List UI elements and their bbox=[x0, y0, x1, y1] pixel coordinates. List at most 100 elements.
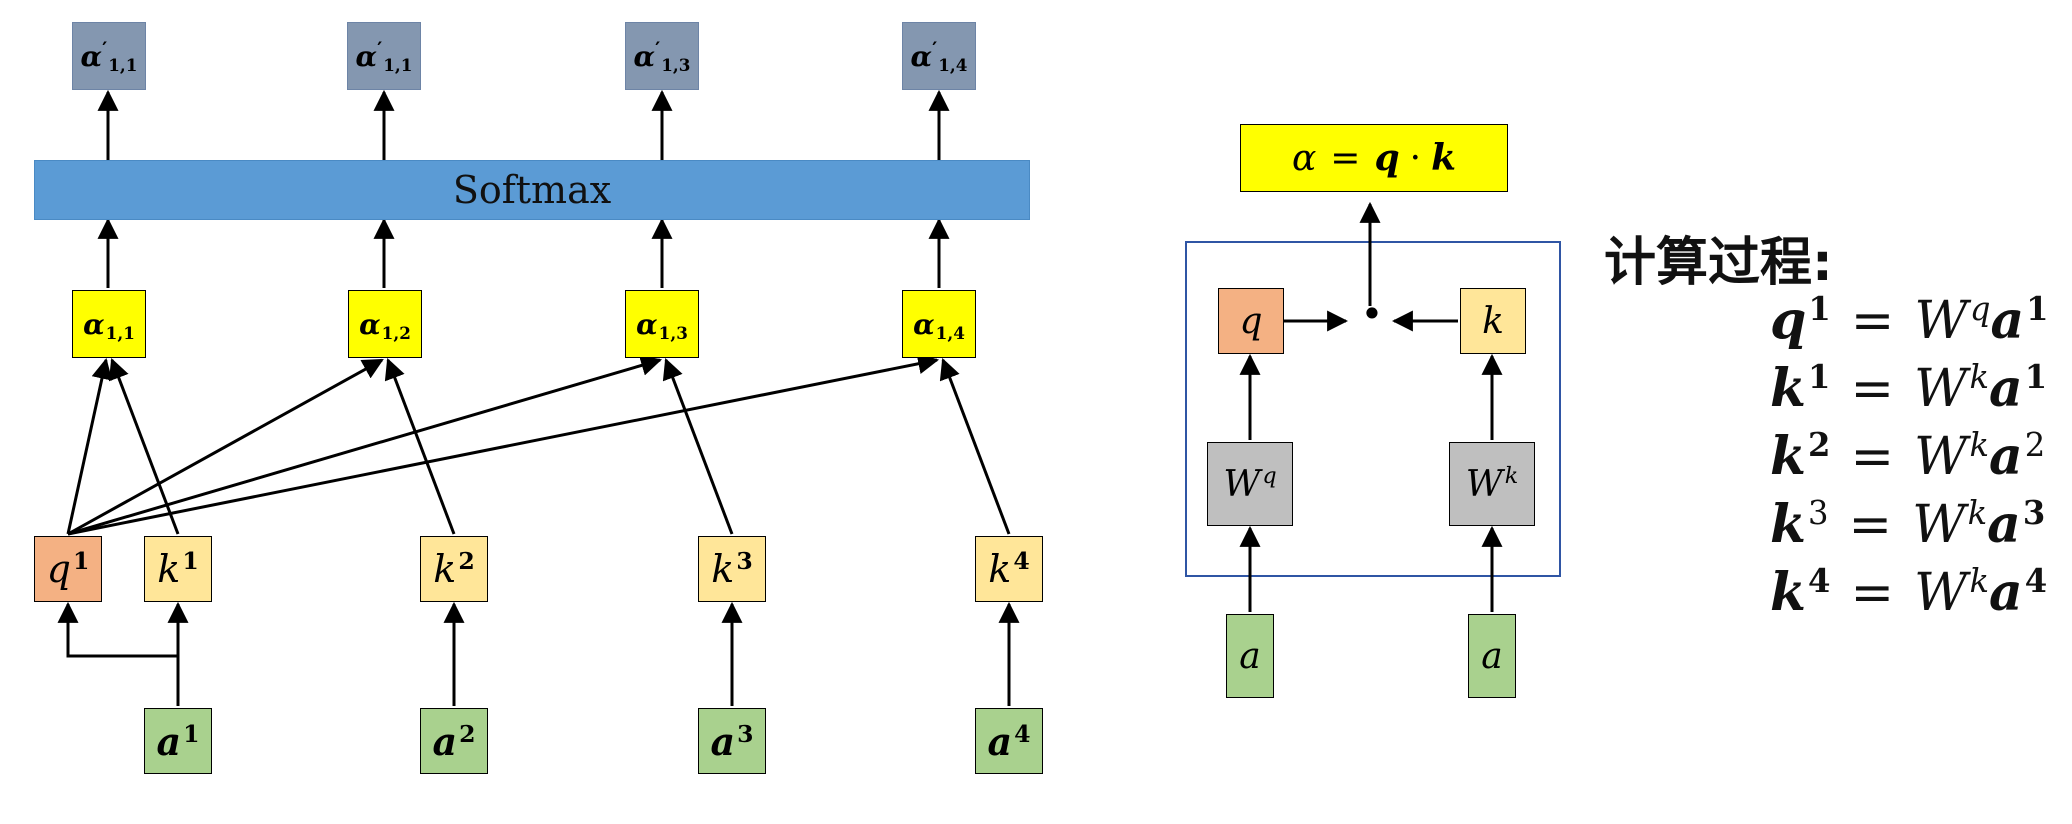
eq-equals: = bbox=[1850, 359, 1895, 419]
arrow-q1-to-alpha-13 bbox=[67, 355, 663, 536]
arrow-q1-to-alpha-14 bbox=[67, 353, 940, 536]
input-symbol: a bbox=[710, 718, 736, 764]
eq-a: a bbox=[1989, 562, 2023, 623]
index-superscript: 1 bbox=[182, 547, 199, 576]
index-superscript: 4 bbox=[1014, 719, 1031, 748]
qk-module-frame bbox=[1185, 241, 1561, 577]
calculation-process-title: 计算过程: bbox=[1604, 233, 1833, 293]
formula-dot: · bbox=[1409, 138, 1422, 179]
module-input-label-left: a bbox=[1239, 635, 1261, 677]
index-subscript: 1,4 bbox=[935, 323, 965, 344]
alpha-symbol: α bbox=[355, 39, 378, 73]
eq-equals: = bbox=[1848, 495, 1893, 555]
formula-alpha: α bbox=[1291, 138, 1317, 179]
eq-w-sup: k bbox=[1969, 358, 1990, 397]
dot-product-operator: · bbox=[1360, 284, 1384, 344]
module-key-label: k bbox=[1482, 300, 1504, 342]
index-superscript: 3 bbox=[737, 719, 754, 748]
eq-w-sup: k bbox=[1969, 426, 1990, 465]
eq-lhs: k bbox=[1770, 562, 1807, 623]
eq-a-sup: 3 bbox=[2022, 494, 2046, 533]
eq-w: W bbox=[1914, 291, 1968, 351]
formula-q: q bbox=[1374, 137, 1400, 179]
alpha-symbol: α bbox=[913, 307, 935, 341]
eq-w: W bbox=[1914, 359, 1968, 419]
alpha-symbol: α bbox=[636, 307, 658, 341]
key-symbol: k bbox=[711, 547, 735, 591]
key-symbol: k bbox=[157, 547, 181, 591]
formula-equals: = bbox=[1330, 138, 1361, 179]
arrow-k2-to-alpha-12 bbox=[384, 358, 456, 535]
module-input-a-right: a bbox=[1468, 614, 1516, 698]
equation-k3: k3=Wka3 bbox=[1770, 494, 2045, 555]
alpha-symbol: α bbox=[83, 307, 105, 341]
dot-operator-label: · bbox=[1361, 279, 1383, 349]
index-superscript: 3 bbox=[736, 547, 753, 576]
eq-w-sup: k bbox=[1969, 562, 1990, 601]
w-symbol: W bbox=[1223, 463, 1261, 505]
arrow-a1-to-q1 bbox=[57, 601, 178, 658]
eq-w: W bbox=[1912, 495, 1966, 555]
index-subscript: 1,1 bbox=[108, 55, 138, 76]
softmax-layer: Softmax bbox=[34, 160, 1030, 220]
input-symbol: a bbox=[156, 718, 182, 764]
eq-w-sup: q bbox=[1969, 290, 1991, 329]
input-symbol: a bbox=[987, 718, 1013, 764]
eq-equals: = bbox=[1850, 563, 1895, 623]
query-symbol: q bbox=[46, 547, 71, 591]
eq-lhs-sup: 2 bbox=[1808, 426, 1831, 465]
index-superscript: 4 bbox=[1013, 547, 1030, 576]
index-subscript: 1,3 bbox=[661, 55, 691, 76]
eq-lhs-sup: 4 bbox=[1808, 562, 1831, 601]
softmax-label: Softmax bbox=[452, 168, 612, 212]
arrow-k3-to-alpha-13 bbox=[662, 358, 734, 535]
equation-k2: k2=Wka2 bbox=[1770, 426, 2045, 487]
prime-mark: ′ bbox=[655, 37, 661, 61]
arrow-q1-to-alpha-12 bbox=[67, 358, 384, 536]
output-alpha-prime-2: α′1,1 bbox=[347, 22, 421, 90]
eq-a-sup: 1 bbox=[2024, 358, 2048, 397]
eq-equals: = bbox=[1850, 427, 1895, 487]
eq-lhs-sup: 1 bbox=[1808, 358, 1831, 397]
prime-mark: ′ bbox=[377, 37, 383, 61]
module-query-box: q bbox=[1218, 288, 1284, 354]
alpha-symbol: α bbox=[633, 39, 656, 73]
alpha-symbol: α bbox=[80, 39, 103, 73]
module-input-a-left: a bbox=[1226, 614, 1274, 698]
eq-lhs: q bbox=[1770, 290, 1807, 351]
module-key-box: k bbox=[1460, 288, 1526, 354]
index-subscript: 1,1 bbox=[105, 323, 135, 344]
eq-lhs-sup: 3 bbox=[1808, 494, 1829, 533]
eq-a: a bbox=[1990, 290, 2025, 351]
eq-lhs-sup: 1 bbox=[1808, 290, 1831, 329]
arrow-k1-to-alpha-11 bbox=[108, 358, 180, 535]
index-subscript: 1,4 bbox=[938, 55, 968, 76]
eq-lhs: k bbox=[1770, 494, 1807, 555]
module-query-label: q bbox=[1239, 300, 1263, 342]
output-alpha-prime-4: α′1,4 bbox=[902, 22, 976, 90]
index-subscript: 1,1 bbox=[383, 55, 413, 76]
prime-mark: ′ bbox=[102, 37, 108, 61]
key-symbol: k bbox=[433, 547, 457, 591]
eq-a: a bbox=[1989, 426, 2023, 487]
eq-a-sup: 4 bbox=[2024, 562, 2048, 601]
eq-a-sup: 1 bbox=[2026, 290, 2049, 329]
alpha-symbol: α bbox=[359, 307, 381, 341]
eq-a: a bbox=[1989, 358, 2023, 419]
eq-a: a bbox=[1987, 494, 2021, 555]
output-alpha-prime-1: α′1,1 bbox=[72, 22, 146, 90]
